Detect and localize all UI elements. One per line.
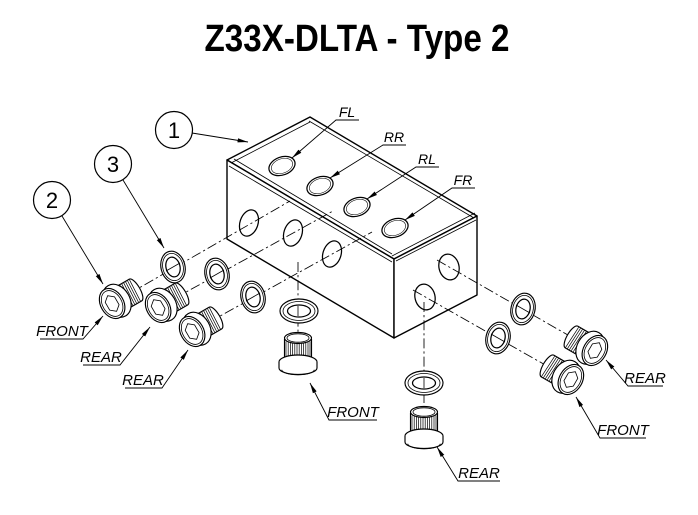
leader-front-left <box>40 315 104 340</box>
block-right-face <box>393 215 478 339</box>
balloon-2: 2 <box>32 180 104 285</box>
manifold-block <box>226 116 478 339</box>
label-front-bottom: FRONT <box>327 404 380 421</box>
leader-front-right <box>575 396 646 439</box>
port-label-rr: RR <box>384 129 404 145</box>
leader-rear-bottom <box>436 446 500 482</box>
port-label-fr: FR <box>454 172 473 188</box>
chamfer-line <box>228 165 393 263</box>
balloon-3-circle <box>93 144 133 184</box>
leader-fr <box>404 187 475 221</box>
label-rear-left-1: REAR <box>80 349 122 366</box>
balloon-2-number: 2 <box>46 188 58 213</box>
leader-rr <box>329 144 406 179</box>
balloon-3-number: 3 <box>107 152 119 177</box>
chamfer-line <box>230 121 311 164</box>
plug-front-left <box>92 272 149 325</box>
label-front-right: FRONT <box>597 422 650 439</box>
balloon-2-circle <box>32 180 72 220</box>
plug-bottom-front <box>278 331 318 376</box>
port-hole-fl <box>268 155 296 177</box>
centerline-rear-left-1 <box>158 210 334 308</box>
balloon-2-leader <box>61 215 104 285</box>
port-hole-rl <box>343 196 371 218</box>
balloon-1-circle <box>154 110 194 150</box>
leader-rl <box>366 166 439 200</box>
port-hole-rr <box>306 175 334 197</box>
centerline-rear-left-2 <box>192 231 373 332</box>
leader-rear-right <box>605 359 663 387</box>
balloon-1: 1 <box>154 110 249 150</box>
leader-rear-left-2 <box>125 349 189 389</box>
label-rear-right: REAR <box>624 370 666 387</box>
seal-washer-bottom-1 <box>279 298 319 324</box>
chamfer-line <box>391 212 476 257</box>
label-front-left: FRONT <box>36 323 89 340</box>
port-hole-fr <box>381 217 409 239</box>
drawing-title: Z33X-DLTA - Type 2 <box>205 18 510 60</box>
port-callouts: FL RR RL FR <box>291 104 475 221</box>
centerline-front-left <box>112 200 291 304</box>
position-callouts: FRONT REAR REAR FRONT REAR REAR FRONT <box>36 315 666 482</box>
leader-rear-left-1 <box>83 326 151 366</box>
front-side-hole-1 <box>238 209 260 237</box>
chamfer-line <box>395 219 477 262</box>
port-label-rl: RL <box>418 151 436 167</box>
chamfer-line <box>308 120 475 219</box>
leader-front-bottom <box>309 382 377 421</box>
balloon-3-leader <box>122 179 165 249</box>
balloon-3: 3 <box>93 144 165 249</box>
label-rear-bottom: REAR <box>458 465 500 482</box>
balloon-1-number: 1 <box>168 118 180 143</box>
chamfer-line <box>233 158 393 255</box>
port-label-fl: FL <box>339 104 355 120</box>
balloon-1-leader <box>191 132 249 143</box>
leader-fl <box>291 119 359 159</box>
label-rear-left-2: REAR <box>122 372 164 389</box>
washer-hole-centerlines <box>165 262 531 388</box>
plug-bottom-rear <box>404 405 444 450</box>
